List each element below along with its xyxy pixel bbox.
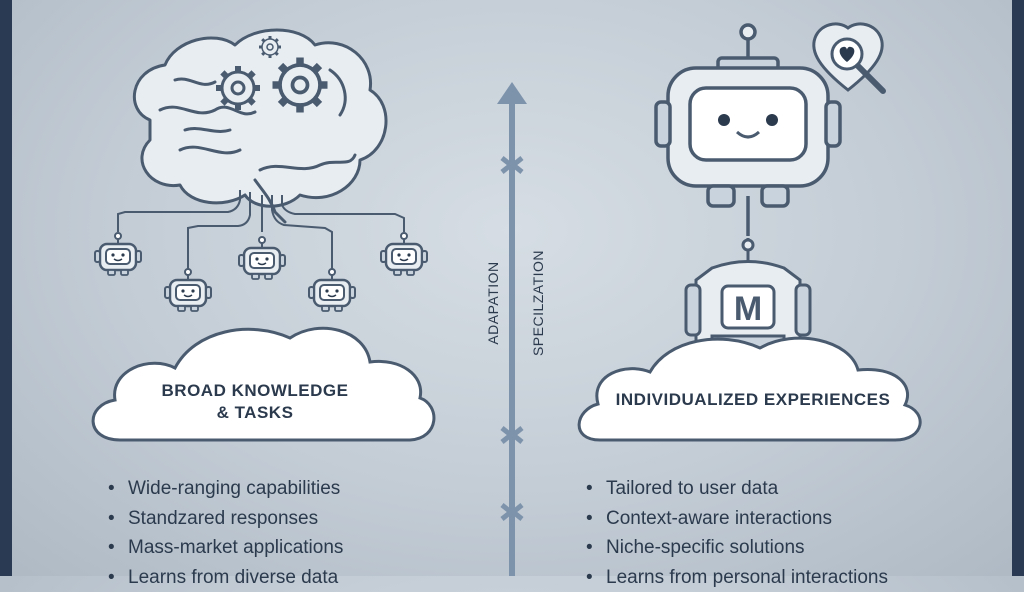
robot-icon-3 [239, 237, 285, 279]
robot-icon-5 [381, 233, 427, 275]
left-cloud-label-line2: & TASKS [130, 402, 380, 424]
robot-icon-4 [309, 269, 355, 311]
list-item: Mass-market applications [108, 533, 343, 563]
robot-icon-1 [95, 233, 141, 275]
axis-label-adaptation: ADAPATION [485, 248, 501, 358]
list-item: Context-aware interactions [586, 504, 888, 534]
list-item: Learns from personal interactions [586, 563, 888, 592]
robot-badge-letter: M [734, 290, 762, 328]
list-item: Standzared responses [108, 504, 343, 534]
list-item: Wide-ranging capabilities [108, 474, 343, 504]
right-bullet-list: Tailored to user data Context-aware inte… [586, 474, 888, 592]
robot-icon-2 [165, 269, 211, 311]
left-bullet-list: Wide-ranging capabilities Standzared res… [108, 474, 343, 592]
right-cloud-label: INDIVIDUALIZED EXPERIENCES [598, 389, 908, 411]
list-item: Tailored to user data [586, 474, 888, 504]
arrow-icon [497, 82, 527, 576]
brain-icon [134, 30, 386, 222]
axis-label-specialization: SPECILZATION [530, 243, 546, 363]
list-item: Niche-specific solutions [586, 533, 888, 563]
list-item: Learns from diverse data [108, 563, 343, 592]
left-cloud-label-line1: BROAD KNOWLEDGE [130, 380, 380, 402]
robot-icon-large [656, 25, 840, 236]
left-cloud-label: BROAD KNOWLEDGE & TASKS [130, 380, 380, 424]
